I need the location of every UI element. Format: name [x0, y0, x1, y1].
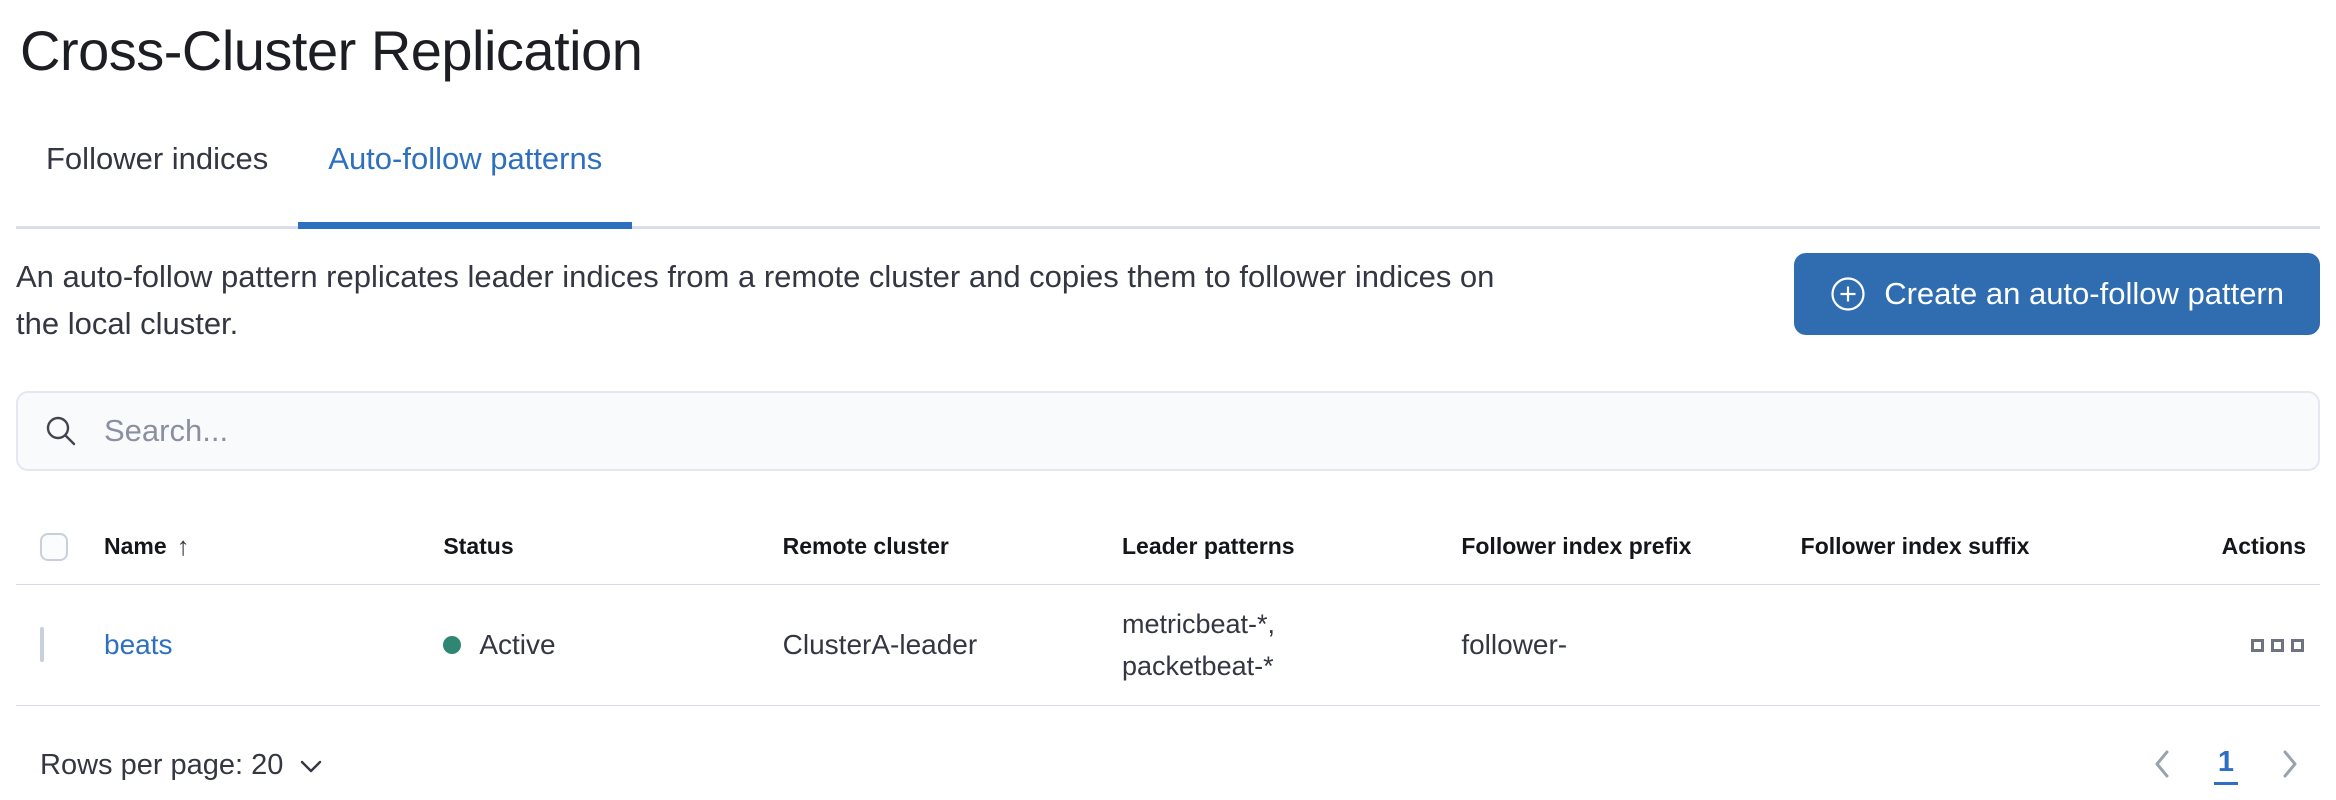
leader-patterns-cell: metricbeat-*, packetbeat-* — [1122, 609, 1276, 681]
column-header-name[interactable]: Name ↑ — [104, 531, 443, 562]
next-page-button[interactable] — [2280, 748, 2300, 783]
status-cell: Active — [443, 629, 782, 661]
intro-section: An auto-follow pattern replicates leader… — [16, 253, 2320, 347]
create-auto-follow-pattern-button[interactable]: Create an auto-follow pattern — [1794, 253, 2320, 335]
column-header-remote-cluster: Remote cluster — [782, 533, 949, 559]
row-select-cell — [16, 627, 104, 662]
actions-cell — [2140, 638, 2320, 652]
boxes-horizontal-icon[interactable] — [2251, 638, 2304, 652]
table-header-row: Name ↑ Status Remote cluster Leader patt… — [16, 509, 2320, 585]
search-icon — [44, 414, 78, 448]
previous-page-button[interactable] — [2152, 748, 2172, 783]
pattern-name-link[interactable]: beats — [104, 629, 173, 660]
create-button-label: Create an auto-follow pattern — [1884, 276, 2284, 311]
page-number-1[interactable]: 1 — [2213, 746, 2238, 785]
plus-in-circle-icon — [1830, 276, 1866, 312]
table-footer: Rows per page: 20 1 — [16, 706, 2320, 785]
sort-ascending-arrow-icon: ↑ — [176, 531, 190, 561]
status-active-dot-icon — [443, 636, 462, 654]
rows-per-page-button[interactable]: Rows per page: 20 — [40, 749, 323, 782]
rows-per-page-label: Rows per page: 20 — [40, 749, 284, 781]
column-header-name-label: Name — [104, 533, 167, 559]
search-input[interactable] — [102, 412, 2292, 450]
pagination: 1 — [2152, 746, 2316, 785]
chevron-left-icon — [2152, 750, 2172, 783]
remote-cluster-cell: ClusterA-leader — [782, 629, 978, 660]
column-header-follower-index-suffix: Follower index suffix — [1800, 533, 2030, 559]
tab-bar: Follower indices Auto-follow patterns — [16, 140, 2320, 229]
column-header-actions: Actions — [2221, 533, 2306, 559]
chevron-down-icon — [299, 749, 323, 782]
column-header-status: Status — [443, 533, 514, 559]
chevron-right-icon — [2280, 750, 2300, 783]
select-all-cell — [16, 532, 104, 561]
select-all-checkbox[interactable] — [40, 532, 68, 561]
page-title: Cross-Cluster Replication — [20, 19, 643, 82]
row-checkbox[interactable] — [40, 627, 44, 662]
table-row: beats Active ClusterA-leader metricbeat-… — [16, 585, 2320, 706]
name-cell: beats — [104, 629, 443, 661]
auto-follow-patterns-table: Name ↑ Status Remote cluster Leader patt… — [16, 509, 2320, 706]
column-header-follower-index-prefix: Follower index prefix — [1461, 533, 1692, 559]
status-label: Active — [479, 629, 556, 660]
search-bar — [16, 391, 2320, 471]
tab-auto-follow-patterns[interactable]: Auto-follow patterns — [298, 140, 633, 229]
column-header-leader-patterns: Leader patterns — [1122, 533, 1295, 559]
follower-index-prefix-cell: follower- — [1461, 629, 1568, 660]
page-description: An auto-follow pattern replicates leader… — [16, 259, 1495, 341]
tab-follower-indices[interactable]: Follower indices — [16, 140, 298, 226]
